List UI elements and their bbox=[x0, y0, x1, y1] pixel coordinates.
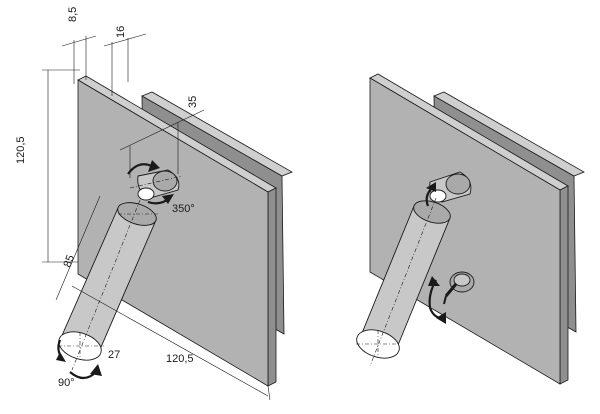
dim-height-120-5-label: 120,5 bbox=[15, 136, 27, 164]
angle-90-label: 90° bbox=[58, 377, 75, 389]
dim-27-label: 27 bbox=[108, 349, 120, 361]
dim-35-label: 35 bbox=[187, 96, 199, 108]
angle-350-label: 350° bbox=[172, 203, 195, 215]
left-tube-arm bbox=[58, 199, 158, 371]
left-rotation-90-arrow bbox=[56, 339, 102, 380]
dim-8-5-label: 8,5 bbox=[67, 7, 79, 22]
left-dimension-lines bbox=[42, 33, 271, 401]
right-lamp-view bbox=[356, 73, 585, 385]
left-front-plate-side bbox=[267, 187, 277, 387]
right-toggle-switch bbox=[443, 271, 475, 305]
dim-16-label: 16 bbox=[115, 26, 127, 38]
right-swivel-housing bbox=[429, 171, 472, 203]
dim-width-120-5-label: 120,5 bbox=[166, 353, 194, 365]
right-back-plate-edge bbox=[433, 91, 585, 177]
right-head-rotation-arrow bbox=[425, 182, 436, 207]
left-rotation-350-arrow bbox=[127, 160, 174, 205]
left-lamp-view: 8,5 16 35 120,5 85 27 120,5 350° 90° bbox=[15, 7, 293, 401]
dim-85-label: 85 bbox=[62, 253, 77, 269]
left-swivel-housing bbox=[129, 169, 183, 201]
right-tube-arm bbox=[356, 197, 451, 367]
left-back-plate-edge bbox=[141, 91, 293, 177]
right-front-plate-side bbox=[559, 185, 569, 385]
right-front-plate bbox=[369, 77, 561, 385]
right-switch-arrow bbox=[428, 276, 446, 324]
